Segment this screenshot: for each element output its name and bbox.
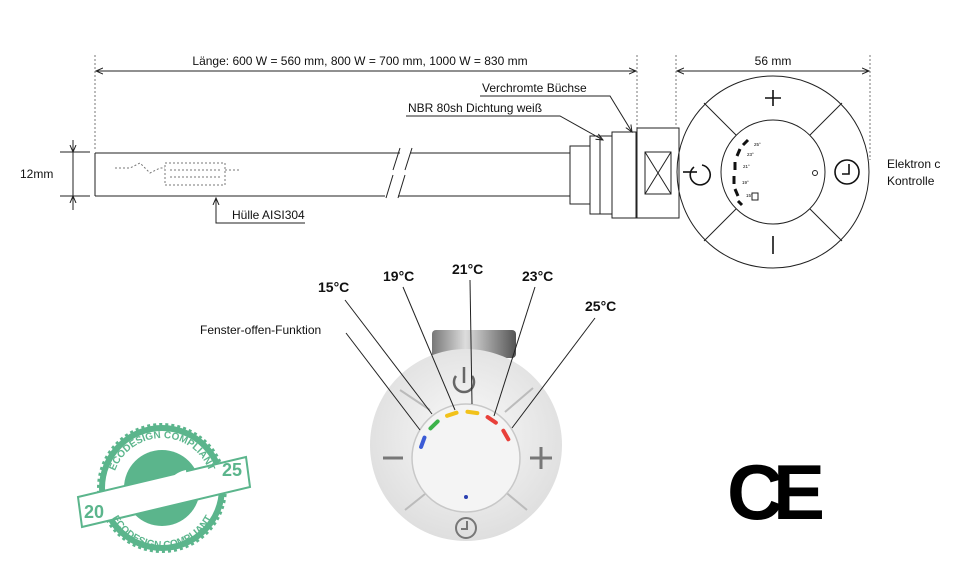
temp-label-21: 21°C <box>452 261 483 277</box>
control-label-2: Kontrolle <box>887 174 935 188</box>
power-icon <box>683 164 711 186</box>
callout-sheath: Hülle AISI304 <box>216 198 305 224</box>
length-label: Länge: 600 W = 560 mm, 800 W = 700 mm, 1… <box>192 54 527 68</box>
mini-temp-23: 23° <box>747 152 754 157</box>
mini-temp-21: 21° <box>743 164 750 169</box>
mini-temp-15: 15° <box>746 193 753 198</box>
ce-mark: CE <box>727 448 825 536</box>
sheath-label: Hülle AISI304 <box>232 208 305 222</box>
control-head-drawing: 15° 19° 21° 23° 25° <box>676 75 870 269</box>
heating-rod <box>94 147 570 199</box>
bushing-label: Verchromte Büchse <box>482 81 587 95</box>
length-dimension: Länge: 600 W = 560 mm, 800 W = 700 mm, 1… <box>94 54 638 150</box>
temp-label-23: 23°C <box>522 268 553 284</box>
knob-callouts: Fenster-offen-Funktion 15°C 19°C 21°C 23… <box>200 261 616 431</box>
thermostat-knob <box>370 330 562 541</box>
width-label: 56 mm <box>755 54 792 68</box>
badge-year-right: 25 <box>222 460 242 480</box>
led-segment <box>445 410 459 418</box>
seal-label: NBR 80sh Dichtung weiß <box>408 101 542 115</box>
led-segment <box>485 415 498 425</box>
led-segment <box>419 435 427 449</box>
control-label-1: Elektron c <box>887 157 940 171</box>
led-segment <box>465 409 480 416</box>
temp-label-15: 15°C <box>318 279 349 295</box>
mini-temp-25: 25° <box>754 142 761 147</box>
badge-year-left: 20 <box>84 502 104 522</box>
plus-icon <box>765 90 781 106</box>
plus-button-icon[interactable] <box>530 447 552 469</box>
window-function-label: Fenster-offen-Funktion <box>200 323 321 337</box>
fitting <box>569 127 680 219</box>
clock-button-icon[interactable] <box>455 517 477 539</box>
width-dimension: 56 mm <box>675 54 871 160</box>
callout-seal: NBR 80sh Dichtung weiß <box>406 101 603 140</box>
temp-label-19: 19°C <box>383 268 414 284</box>
led-segment <box>428 419 440 431</box>
led-segment <box>501 428 511 442</box>
diameter-label: 12mm <box>20 167 53 181</box>
mini-temp-19: 19° <box>742 180 749 185</box>
indicator-dot <box>812 170 818 176</box>
power-button-icon[interactable] <box>452 367 476 394</box>
temp-label-25: 25°C <box>585 298 616 314</box>
callout-bushing: Verchromte Büchse <box>480 81 632 132</box>
ecodesign-badge: ECODESIGN COMPLIANT ECODESIGN COMPLIANT … <box>76 423 252 553</box>
window-icon <box>751 192 759 201</box>
diameter-dimension: 12mm <box>20 140 90 210</box>
clock-icon <box>834 159 860 185</box>
